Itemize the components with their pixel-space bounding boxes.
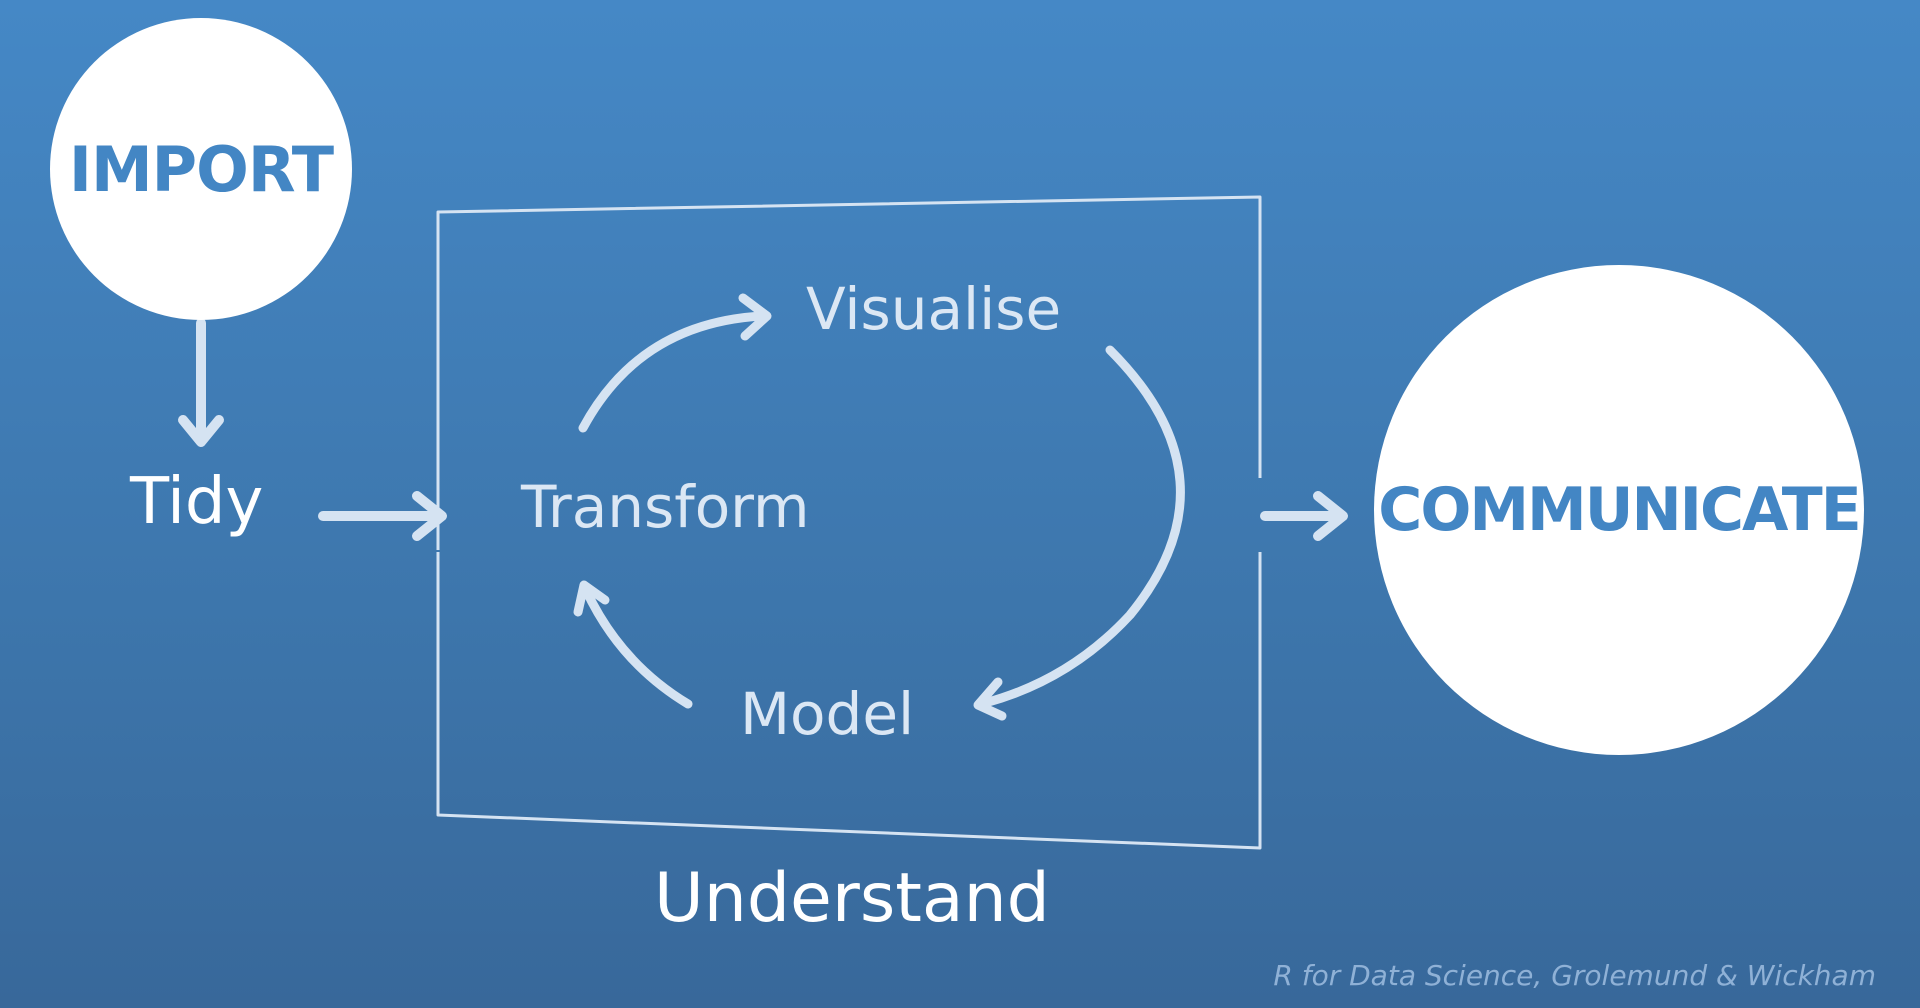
- arrow-model-to-transform: [573, 580, 693, 709]
- arrow-visualise-to-model: [973, 345, 1185, 721]
- arrow-transform-to-visualise: [578, 293, 772, 433]
- credit-text: R for Data Science, Grolemund & Wickham: [1273, 959, 1876, 992]
- import-node: IMPORT: [50, 18, 352, 320]
- model-label: Model: [740, 680, 915, 748]
- tidy-label: Tidy: [130, 465, 264, 539]
- transform-label: Transform: [521, 473, 810, 541]
- arrow-understand-to-communicate: [1260, 491, 1348, 541]
- arrow-tidy-to-transform: [318, 491, 447, 541]
- communicate-node: COMMUNICATE: [1374, 265, 1864, 755]
- import-label: IMPORT: [68, 132, 334, 206]
- understand-frame-bottom: [436, 552, 1262, 850]
- visualise-label: Visualise: [806, 275, 1062, 343]
- arrow-import-to-tidy: [178, 318, 224, 447]
- understand-frame: [436, 195, 1262, 550]
- understand-label: Understand: [654, 859, 1050, 938]
- communicate-label: COMMUNICATE: [1378, 475, 1861, 545]
